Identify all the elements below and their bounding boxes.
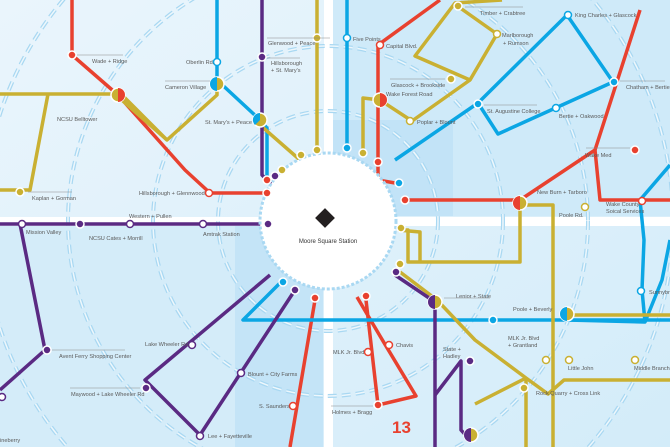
svg-text:+ Grantland: + Grantland [508,343,537,349]
svg-text:St. Mary's + Peace: St. Mary's + Peace [205,120,252,126]
svg-text:Wake Forest Road: Wake Forest Road [386,92,432,98]
svg-text:Avent Ferry Shopping Center: Avent Ferry Shopping Center [59,354,131,360]
svg-text:New Burn + Tarboro: New Burn + Tarboro [537,190,587,196]
svg-text:Five Points: Five Points [353,37,381,43]
svg-text:S. Saunders: S. Saunders [259,404,290,410]
svg-text:Chavis: Chavis [396,343,413,349]
diamond-icon [315,208,335,228]
svg-text:MLK Jr. Blvd: MLK Jr. Blvd [508,336,539,342]
hub-stops[interactable] [262,143,410,303]
svg-text:MLK Jr. Blvd: MLK Jr. Blvd [333,350,364,356]
svg-text:Little John: Little John [568,366,594,372]
station-labels: Wade + Ridge NCSU Belltower Oberlin Rd. … [0,11,670,444]
svg-text:Holmes + Bragg: Holmes + Bragg [332,410,372,416]
svg-text:NCSU Cates + Morrill: NCSU Cates + Morrill [89,236,143,242]
svg-text:Lenior + State: Lenior + State [456,294,491,300]
svg-text:Lake Wheeler Rd.: Lake Wheeler Rd. [145,342,190,348]
hub-label: Moore Square Station [299,239,357,245]
svg-text:+ St. Mary's: + St. Mary's [271,68,301,74]
blue-line[interactable] [215,0,670,324]
svg-text:Bertie + Oakwood: Bertie + Oakwood [559,114,604,120]
svg-text:Lee + Fayetteville: Lee + Fayetteville [208,434,252,440]
svg-text:King Charles + Glascock: King Charles + Glascock [575,13,637,19]
svg-text:Cameron Village: Cameron Village [165,85,206,91]
svg-text:Glascock + Brookside: Glascock + Brookside [391,83,445,89]
svg-text:Hadley: Hadley [443,354,461,360]
svg-text:+ Rumson: + Rumson [503,41,529,47]
svg-text:ineberry: ineberry [0,438,20,444]
route-number-13: 13 [392,418,411,437]
svg-text:Kaplan + Gorman: Kaplan + Gorman [32,196,76,202]
svg-text:Blount + City Farms: Blount + City Farms [248,372,297,378]
leader-lines [28,6,665,407]
svg-text:Timber + Crabtree: Timber + Crabtree [480,11,525,17]
svg-text:Mission Valley: Mission Valley [26,230,62,236]
svg-text:Rock Quarry + Cross Link: Rock Quarry + Cross Link [536,391,600,397]
svg-text:Poplar + Blount: Poplar + Blount [417,120,456,126]
svg-text:Middle Branch: Middle Branch [634,366,670,372]
svg-text:Poole Rd.: Poole Rd. [559,213,584,219]
svg-text:Soical Services: Soical Services [606,209,644,215]
svg-text:Hillsborough: Hillsborough [271,61,302,67]
svg-text:Wake County: Wake County [606,202,640,208]
svg-text:Hillsborough + Glennwood: Hillsborough + Glennwood [139,191,205,197]
svg-text:Glenwood + Peace: Glenwood + Peace [268,41,315,47]
svg-text:Wade + Ridge: Wade + Ridge [92,59,127,65]
svg-text:NCSU Belltower: NCSU Belltower [57,117,98,123]
svg-text:Chatham + Bertie: Chatham + Bertie [626,85,670,91]
svg-text:Western + Pullen: Western + Pullen [129,214,172,220]
svg-text:Marlborough: Marlborough [502,33,533,39]
svg-text:Sunnybro: Sunnybro [649,290,670,296]
svg-text:State +: State + [443,347,461,353]
svg-text:Oberlin Rd.: Oberlin Rd. [186,60,215,66]
svg-text:St. Augustine College: St. Augustine College [487,109,541,115]
svg-text:Amtrak Station: Amtrak Station [203,232,240,238]
svg-text:Poole + Beverly: Poole + Beverly [513,307,553,313]
svg-text:Maywood + Lake Wheeler Rd: Maywood + Lake Wheeler Rd [71,392,145,398]
svg-text:Wake Med: Wake Med [585,153,612,159]
svg-text:Capital Blvd.: Capital Blvd. [386,44,418,50]
